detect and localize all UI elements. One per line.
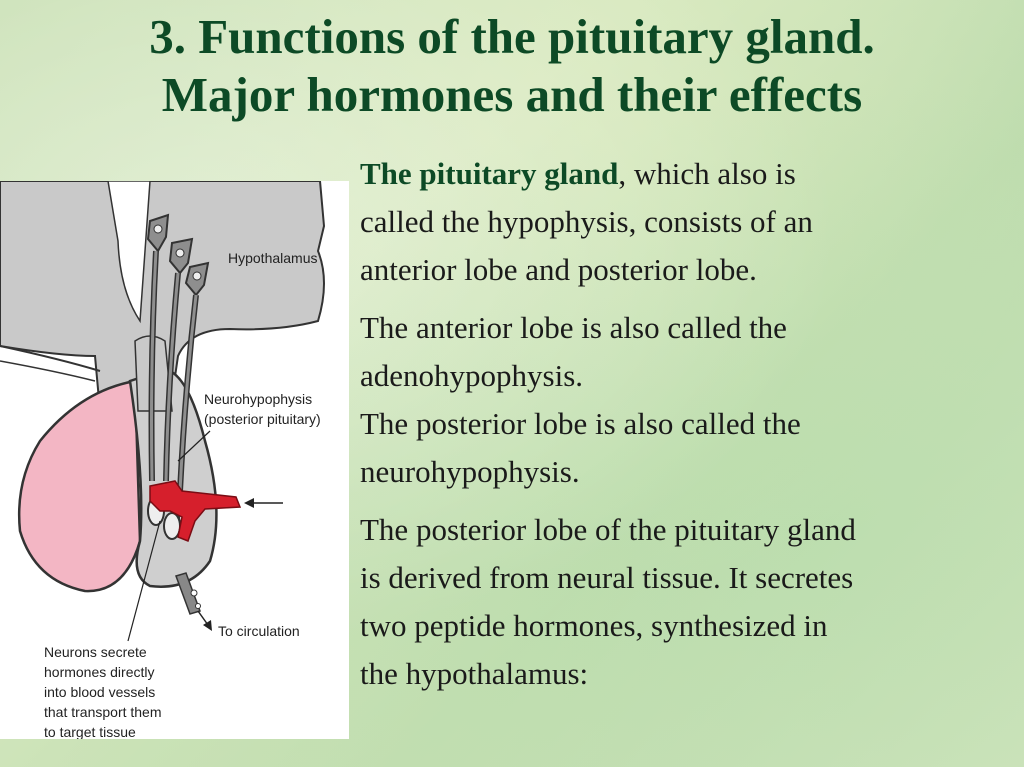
label-neurons-line-3: into blood vessels	[44, 684, 155, 700]
leader-line-neurohypophysis	[177, 430, 211, 462]
axon-1-inner	[150, 250, 158, 482]
label-posterior-pituitary: (posterior pituitary)	[204, 411, 321, 427]
slide-title-line-1: 3. Functions of the pituitary gland.	[149, 9, 875, 64]
label-neurons-line-4: that transport them	[44, 704, 162, 720]
pituitary-diagram: Hypothalamus Neurohypophysis (posterior …	[0, 181, 349, 739]
label-neurohypophysis: Neurohypophysis	[204, 391, 312, 407]
anterior-lobe	[17, 379, 142, 593]
body-text: The pituitary gland, which also is calle…	[360, 150, 1010, 708]
floor-line-2	[0, 360, 96, 382]
pituitary-gland-term: The pituitary gland	[360, 156, 619, 191]
slide-title-line-2: Major hormones and their effects	[161, 67, 863, 122]
p4-line-4: the hypothalamus:	[360, 656, 589, 691]
capillary-drop-2	[195, 603, 201, 609]
p4-line-2: is derived from neural tissue. It secret…	[360, 560, 854, 595]
p3-line-1: The posterior lobe is also called the	[360, 406, 801, 441]
label-neurons-line-2: hormones directly	[44, 664, 155, 680]
neuron-nucleus-2	[175, 248, 185, 258]
neuron-nucleus-1	[153, 224, 163, 234]
p1-line-3: anterior lobe and posterior lobe.	[360, 252, 757, 287]
arrow-line-circulation	[197, 610, 209, 626]
slide-title: 3. Functions of the pituitary gland. Maj…	[0, 8, 1024, 124]
hypothalamus-shape	[0, 181, 326, 412]
paragraph-4: The posterior lobe of the pituitary glan…	[360, 506, 1010, 698]
p1-line-2: called the hypophysis, consists of an	[360, 204, 813, 239]
p4-line-1: The posterior lobe of the pituitary glan…	[360, 512, 856, 547]
p1-text-a: , which also is	[618, 156, 796, 191]
p4-line-3: two peptide hormones, synthesized in	[360, 608, 828, 643]
blood-vessel	[149, 480, 242, 542]
leader-line-neurons	[127, 520, 161, 642]
floor-line	[0, 345, 101, 372]
capillary-drop-1	[190, 589, 198, 597]
axon-3-inner	[178, 294, 198, 492]
paragraph-1: The pituitary gland, which also is calle…	[360, 150, 1010, 294]
neuron-nucleus-3	[192, 271, 202, 281]
label-to-circulation: To circulation	[218, 623, 300, 639]
paragraph-2: The anterior lobe is also called the ade…	[360, 304, 1010, 400]
capillary-tube	[175, 572, 201, 615]
axon-2-inner	[164, 272, 180, 482]
label-neurons-line-5: to target tissue	[44, 724, 136, 739]
paragraph-3: The posterior lobe is also called the ne…	[360, 400, 1010, 496]
label-neurons-line-1: Neurons secrete	[44, 644, 147, 660]
label-hypothalamus: Hypothalamus	[228, 250, 318, 266]
axon-terminal-2	[163, 512, 181, 540]
p2-line-2: adenohypophysis.	[360, 358, 584, 393]
p3-line-2: neurohypophysis.	[360, 454, 580, 489]
third-ventricle	[107, 181, 151, 324]
pituitary-diagram-svg: Hypothalamus Neurohypophysis (posterior …	[0, 181, 326, 739]
arrow-head-vessel	[244, 498, 254, 508]
p2-line-1: The anterior lobe is also called the	[360, 310, 787, 345]
arrow-head-circulation	[203, 620, 212, 631]
